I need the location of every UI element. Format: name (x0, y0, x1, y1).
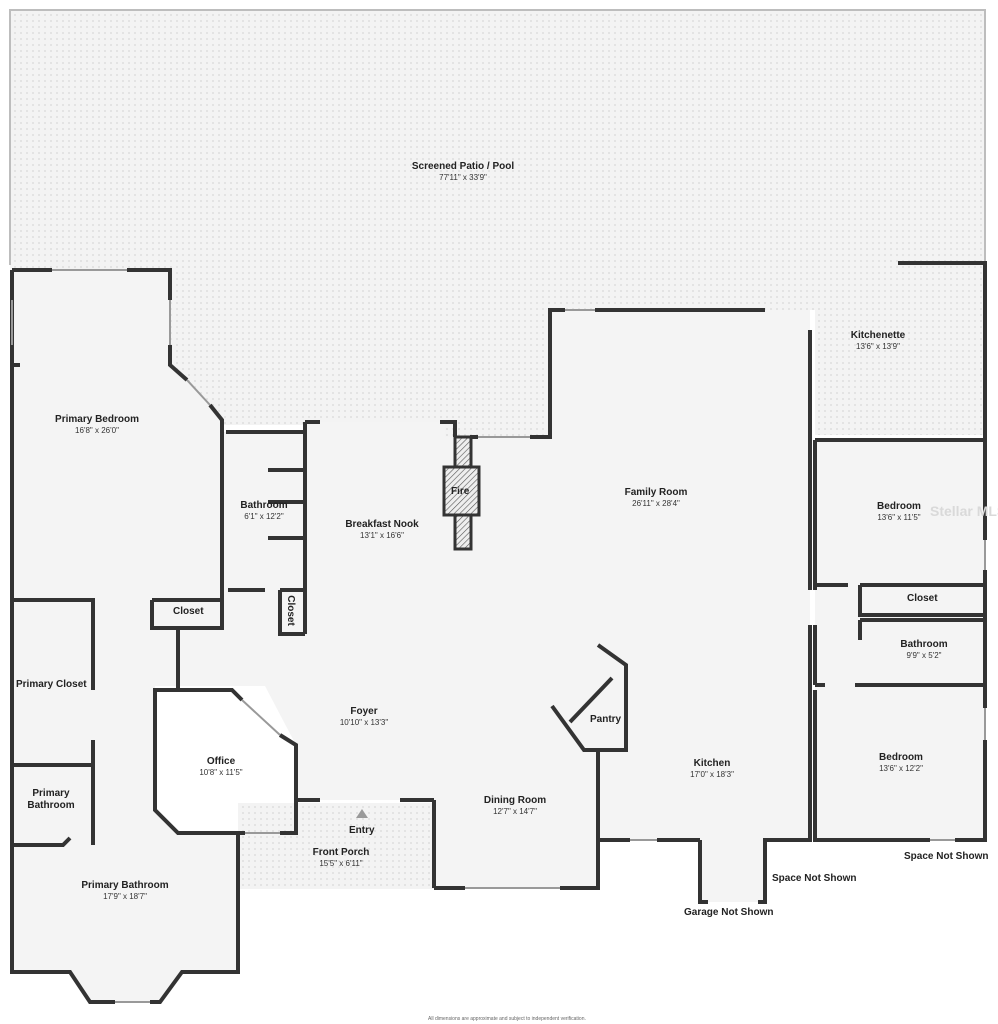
footer-disclaimer: All dimensions are approximate and subje… (428, 1016, 586, 1022)
room-front-porch: Front Porch 15'5" x 6'11" (313, 847, 370, 869)
closet-left-label: Closet (173, 606, 204, 617)
room-name: Primary Bathroom (81, 880, 169, 891)
interior-floor (12, 270, 985, 1002)
room-name: Foyer (350, 706, 378, 717)
room-primary-bedroom: Primary Bedroom 16'8" x 26'0" (55, 414, 139, 436)
space-not-shown-mid-label: Space Not Shown (772, 873, 857, 884)
room-name: Screened Patio / Pool (411, 161, 515, 172)
entry-arrow-icon (356, 809, 368, 818)
room-dims: 13'6" x 12'2" (879, 764, 923, 773)
room-foyer: Foyer 10'10" x 13'3" (340, 706, 388, 728)
room-name: Bedroom (877, 501, 921, 512)
room-name: Bedroom (879, 752, 923, 763)
room-dims: 13'6" x 13'9" (856, 342, 900, 351)
windows (11, 269, 986, 1003)
room-dims: 9'9" x 5'2" (906, 651, 942, 660)
patio-floor (10, 10, 985, 437)
fireplace-chimney-bottom (453, 513, 473, 551)
room-kitchen: Kitchen 17'0" x 18'3" (690, 758, 734, 780)
room-name: Primary Bedroom (55, 414, 139, 425)
room-screened-patio: Screened Patio / Pool 77'11" x 33'9" (412, 161, 514, 183)
room-dims: 26'11" x 28'4" (632, 499, 680, 508)
room-name: Breakfast Nook (345, 519, 419, 530)
walls (10, 261, 987, 1004)
garage-not-shown-label: Garage Not Shown (684, 907, 774, 918)
room-name: Bathroom (900, 639, 948, 650)
room-dims: 15'5" x 6'11" (319, 859, 363, 868)
fireplace-chimney-top (453, 435, 473, 469)
patio-screen-outline (9, 9, 986, 265)
room-primary-bathroom-large: Primary Bathroom 17'9" x 18'7" (81, 880, 168, 902)
room-name: Office (206, 756, 236, 767)
room-dims: 13'1" x 16'6" (360, 531, 404, 540)
room-office: Office 10'8" x 11'5" (199, 756, 242, 778)
room-dims: 16'8" x 26'0" (75, 426, 119, 435)
room-dining-room: Dining Room 12'7" x 14'7" (484, 795, 546, 817)
watermark: Stellar MLS (930, 503, 998, 519)
room-breakfast-nook: Breakfast Nook 13'1" x 16'6" (345, 519, 418, 541)
room-name: Dining Room (483, 795, 547, 806)
room-family-room: Family Room 26'11" x 28'4" (625, 487, 688, 509)
fireplace-label: Fire (451, 486, 470, 497)
closet-vertical-label: Closet (284, 595, 296, 626)
pantry-label: Pantry (590, 714, 622, 725)
front-porch-floor (238, 803, 434, 889)
room-name: Front Porch (312, 847, 370, 858)
room-name: Family Room (624, 487, 688, 498)
label-line: Bathroom (27, 800, 75, 811)
room-dims: 6'1" x 12'2" (244, 512, 284, 521)
room-name: Bathroom (240, 500, 288, 511)
room-dims: 77'11" x 33'9" (439, 173, 487, 182)
room-kitchenette: Kitchenette 13'6" x 13'9" (851, 330, 905, 352)
room-dims: 12'7" x 14'7" (493, 807, 537, 816)
room-bathroom-center: Bathroom 6'1" x 12'2" (240, 500, 287, 522)
room-bedroom-2: Bedroom 13'6" x 12'2" (879, 752, 923, 774)
entry-label: Entry (349, 825, 375, 836)
space-not-shown-right-label: Space Not Shown (904, 851, 989, 862)
closet-right-label: Closet (907, 593, 938, 604)
room-dims: 10'8" x 11'5" (199, 768, 243, 777)
room-bedroom-1: Bedroom 13'6" x 11'5" (877, 501, 921, 523)
room-dims: 13'6" x 11'5" (877, 513, 921, 522)
room-name: Kitchen (693, 758, 731, 769)
room-bathroom-right: Bathroom 9'9" x 5'2" (900, 639, 947, 661)
room-dims: 10'10" x 13'3" (339, 718, 389, 727)
room-dims: 17'0" x 18'3" (690, 770, 734, 779)
primary-closet-label: Primary Closet (16, 679, 87, 690)
room-name: Kitchenette (850, 330, 906, 341)
primary-bathroom-small-label: Primary Bathroom (27, 788, 74, 812)
label-line: Primary (32, 788, 70, 799)
room-dims: 17'9" x 18'7" (103, 892, 147, 901)
